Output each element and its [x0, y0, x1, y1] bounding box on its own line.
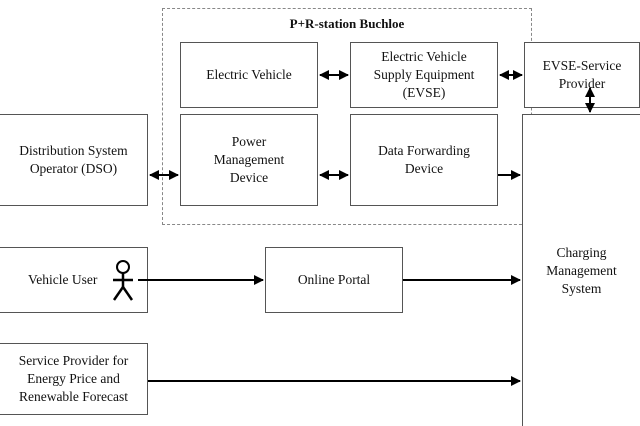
dso-box[interactable]: Distribution System Operator (DSO): [0, 114, 148, 206]
online-portal-box[interactable]: Online Portal: [265, 247, 403, 313]
evse-service-provider-box[interactable]: EVSE-Service Provider: [524, 42, 640, 108]
evse-box[interactable]: Electric Vehicle Supply Equipment (EVSE): [350, 42, 498, 108]
person-icon: [112, 260, 134, 309]
electric-vehicle-box[interactable]: Electric Vehicle: [180, 42, 318, 108]
vehicle-user-label: Vehicle User: [28, 272, 98, 287]
charging-management-system-box[interactable]: Charging Management System: [522, 114, 640, 426]
station-title: P+R-station Buchloe: [289, 16, 405, 31]
power-management-device-box[interactable]: Power Management Device: [180, 114, 318, 206]
data-forwarding-device-box[interactable]: Data Forwarding Device: [350, 114, 498, 206]
service-provider-energy-box[interactable]: Service Provider for Energy Price and Re…: [0, 343, 148, 415]
